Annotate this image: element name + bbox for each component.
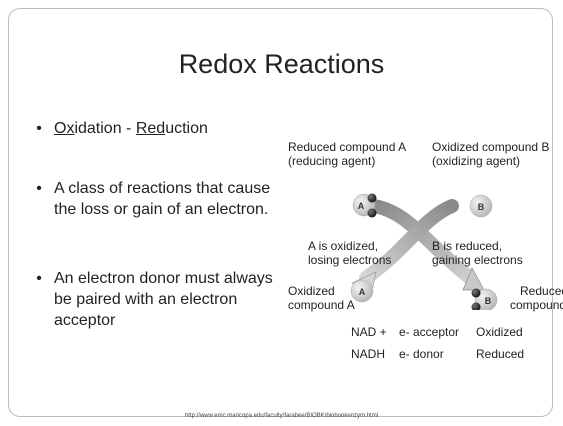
bullet-text: An electron donor must always be paired …	[54, 270, 273, 329]
molecule-b-oxidized	[469, 194, 493, 218]
arrow-b-to-a-curve	[359, 199, 459, 285]
slide-title: Redox Reactions	[178, 49, 385, 79]
bullet-text: A class of reactions that cause the loss…	[54, 180, 271, 218]
bullet-text: Oxidation - Reduction	[54, 120, 208, 137]
label-reduced-compound-a: Reduced compound A (reducing agent)	[288, 140, 407, 168]
bullet-electron-donor: • An electron donor must always be paire…	[34, 268, 284, 331]
molecule-a-oxidized	[350, 279, 374, 303]
svg-text:A: A	[358, 201, 365, 211]
source-url: http://www.emc.maricopa.edu/faculty/fara…	[184, 413, 379, 419]
table-cell-nad: NAD +	[351, 325, 387, 339]
table-cell-nadh: NADH	[351, 347, 386, 361]
electron-a2	[367, 208, 377, 218]
redox-arrows-graphic: A B A B	[350, 193, 498, 310]
svg-text:B: B	[478, 202, 485, 212]
electron-b2	[471, 302, 481, 310]
table-cell-acceptor: e- acceptor	[399, 325, 460, 339]
slide-frame	[8, 8, 553, 417]
molecule-b-reduced	[474, 288, 498, 310]
label-oxidized-compound-b: Oxidized compound B (oxidizing agent)	[432, 140, 550, 168]
redox-diagram: A B A B Reduced compound A (reducing age…	[278, 140, 563, 312]
svg-text:A: A	[359, 287, 366, 297]
bullet-class-of-reactions: • A class of reactions that cause the lo…	[34, 178, 284, 220]
bullet-dot: •	[36, 270, 42, 287]
electron-a1	[367, 193, 377, 203]
table-cell-donor: e- donor	[399, 347, 444, 361]
table-cell-reduced: Reduced	[476, 347, 525, 361]
table-cell-oxidized: Oxidized	[476, 325, 523, 339]
label-b-is-reduced: B is reduced, gaining electrons	[432, 239, 523, 267]
electron-b1	[471, 288, 481, 298]
label-oxidized-compound-a: Oxidized compound A	[288, 284, 355, 312]
bullet-dot: •	[36, 180, 42, 197]
bullet-dot: •	[36, 120, 42, 137]
label-a-is-oxidized: A is oxidized, losing electrons	[308, 239, 392, 267]
label-reduced-compound-b: Reduced compound B	[510, 284, 563, 312]
svg-text:B: B	[485, 296, 492, 306]
bullet-oxidation-reduction: • Oxidation - Reduction	[34, 118, 208, 139]
